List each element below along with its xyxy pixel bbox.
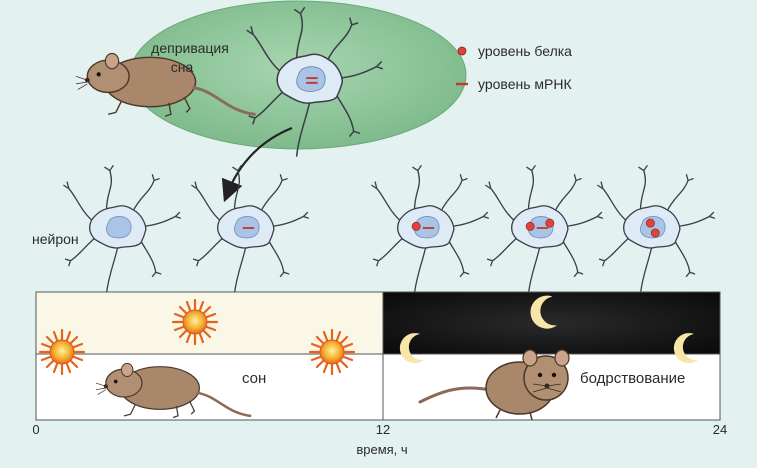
protein-dot <box>411 221 421 231</box>
protein-dot <box>525 221 535 231</box>
legend: уровень белка уровень мРНК <box>456 43 572 92</box>
protein-dot <box>645 218 655 228</box>
wake-label: бодрствование <box>580 370 685 387</box>
neuron-icon <box>597 165 715 295</box>
sun-icon <box>308 328 356 376</box>
timeline: сон бодрствование 0 12 24 время, ч <box>32 291 727 457</box>
inset-label-line1: депривация <box>151 40 229 56</box>
neuron-row <box>63 165 715 295</box>
sleep-label: сон <box>242 370 266 387</box>
legend-protein-label: уровень белка <box>478 43 572 59</box>
axis-label: время, ч <box>356 442 407 457</box>
neuron-icon-inset <box>246 7 383 157</box>
neuron-icon <box>371 165 489 295</box>
sleep-panel <box>35 353 384 421</box>
rat-icon-awake <box>418 349 570 421</box>
tick-24: 24 <box>713 422 727 437</box>
neuron-icon <box>191 165 309 295</box>
inset-label-line2: сна <box>171 59 194 75</box>
legend-mrna-label: уровень мРНК <box>478 76 572 92</box>
tick-12: 12 <box>376 422 390 437</box>
protein-dot <box>650 228 660 238</box>
neuron-row-label: нейрон <box>32 231 79 247</box>
protein-dot <box>545 218 555 228</box>
tick-0: 0 <box>32 422 39 437</box>
neuron-icon <box>63 165 181 295</box>
neuron-icon <box>485 165 603 295</box>
night-panel <box>382 291 721 355</box>
sun-icon <box>38 328 86 376</box>
arrow-icon <box>221 126 293 203</box>
sun-icon <box>171 298 219 346</box>
protein-legend-icon <box>457 46 467 56</box>
